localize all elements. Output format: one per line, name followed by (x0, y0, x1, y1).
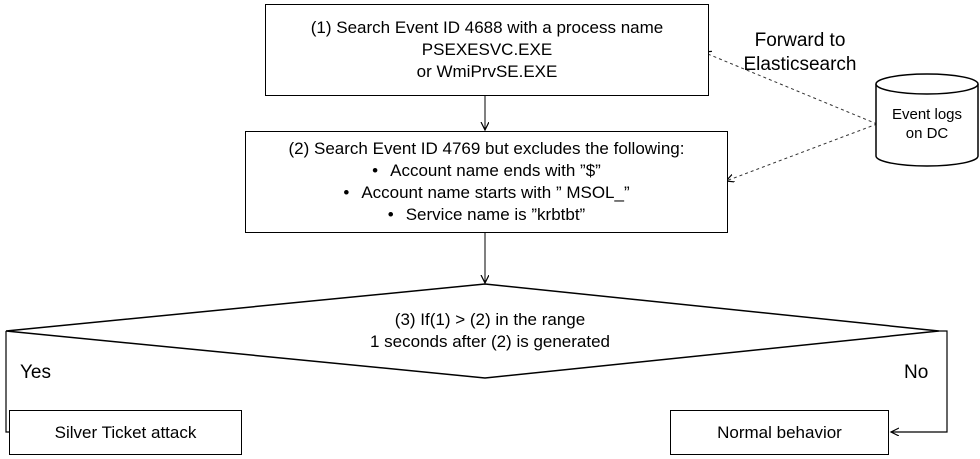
decision-line-2: 1 seconds after (2) is generated (369, 332, 611, 351)
event-logs-line-1: Event logs (891, 106, 963, 123)
normal-behavior-label: Normal behavior (717, 422, 842, 442)
decision-text: (3) If(1) > (2) in the range 1 seconds a… (300, 309, 680, 353)
list-item: Account name ends with ”$” (343, 160, 629, 182)
decision-line-1: (3) If(1) > (2) in the range (394, 310, 586, 329)
forward-line-2: Elasticsearch (743, 54, 857, 75)
step2-exclusion-list: Account name ends with ”$” Account name … (343, 160, 629, 226)
silver-ticket-label: Silver Ticket attack (54, 422, 197, 442)
forward-label: Forward to Elasticsearch (720, 29, 880, 77)
step2-box: (2) Search Event ID 4769 but excludes th… (245, 131, 728, 233)
step1-line-3: or WmiPrvSE.EXE (416, 62, 558, 81)
step1-box: (1) Search Event ID 4688 with a process … (265, 4, 709, 96)
normal-behavior-result-box: Normal behavior (670, 410, 889, 455)
step2-title: (2) Search Event ID 4769 but excludes th… (288, 139, 685, 158)
forward-line-1: Forward to (754, 30, 846, 51)
list-item: Service name is ”krbtbt” (343, 204, 629, 226)
decision-diamond (5, 283, 940, 379)
dashed-arrow-to-step2 (726, 123, 878, 181)
event-logs-label: Event logs on DC (877, 105, 977, 143)
event-logs-database-icon (875, 73, 979, 167)
yes-label: Yes (20, 362, 51, 383)
step1-line-2: PSEXESVC.EXE (421, 40, 553, 59)
step1-line-1: (1) Search Event ID 4688 with a process … (310, 18, 664, 37)
list-item: Account name starts with ” MSOL_” (343, 182, 629, 204)
no-branch-line (891, 330, 948, 432)
dashed-arrow-to-step1 (703, 52, 878, 125)
event-logs-line-2: on DC (905, 125, 949, 142)
no-label: No (904, 362, 929, 383)
silver-ticket-result-box: Silver Ticket attack (9, 410, 242, 455)
